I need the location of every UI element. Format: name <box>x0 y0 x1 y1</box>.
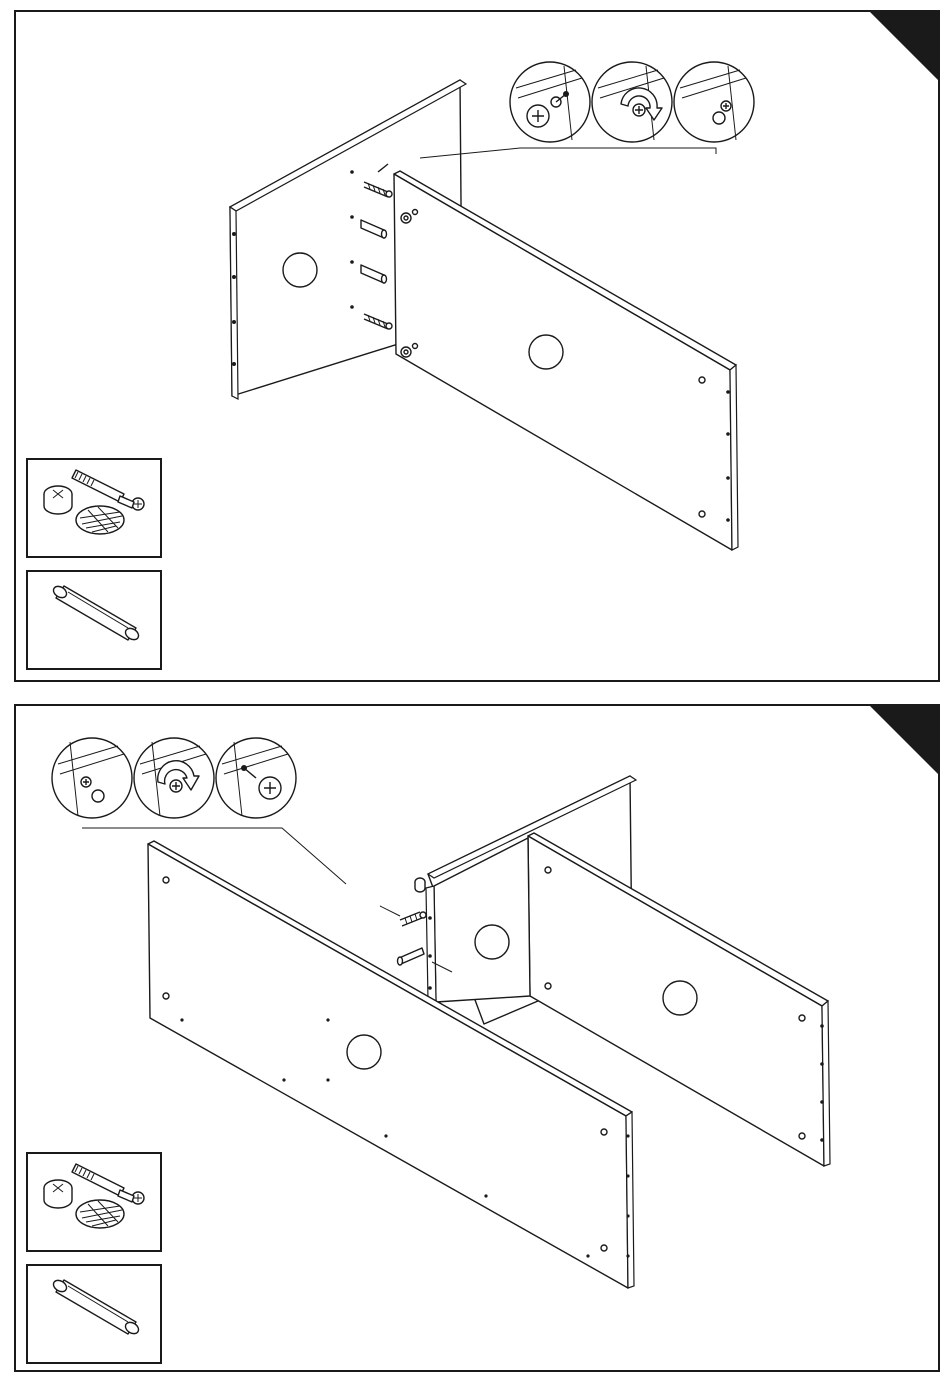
detail-cam-rotate <box>134 738 214 818</box>
panel-hole <box>283 253 317 287</box>
cam-lock-and-bolt-icon <box>28 1154 160 1250</box>
detail-cam-tighten <box>216 738 296 818</box>
part-cam-lock-and-bolt <box>26 1152 162 1252</box>
cam-lock <box>415 878 425 892</box>
detail-leader-line <box>420 148 716 158</box>
panel-hole <box>475 925 509 959</box>
assembly-step-1 <box>14 10 940 682</box>
panel-hole <box>347 1035 381 1069</box>
wooden-dowel-icon <box>28 1266 160 1362</box>
assembly-step-2 <box>14 704 940 1372</box>
part-wooden-dowel <box>26 570 162 670</box>
panel-hole <box>663 981 697 1015</box>
cam-lock-and-bolt-icon <box>28 460 160 556</box>
panel-hole <box>529 335 563 369</box>
dowel <box>398 948 425 965</box>
part-wooden-dowel <box>26 1264 162 1364</box>
cam-bolt <box>380 906 426 926</box>
detail-cam-tighten <box>510 62 590 142</box>
wooden-dowel-icon <box>28 572 160 668</box>
detail-bolt-insert <box>52 738 132 818</box>
part-cam-lock-and-bolt <box>26 458 162 558</box>
detail-cam-rotate <box>592 62 672 142</box>
bottom-panel <box>394 171 738 550</box>
detail-bolt-insert <box>674 62 754 142</box>
